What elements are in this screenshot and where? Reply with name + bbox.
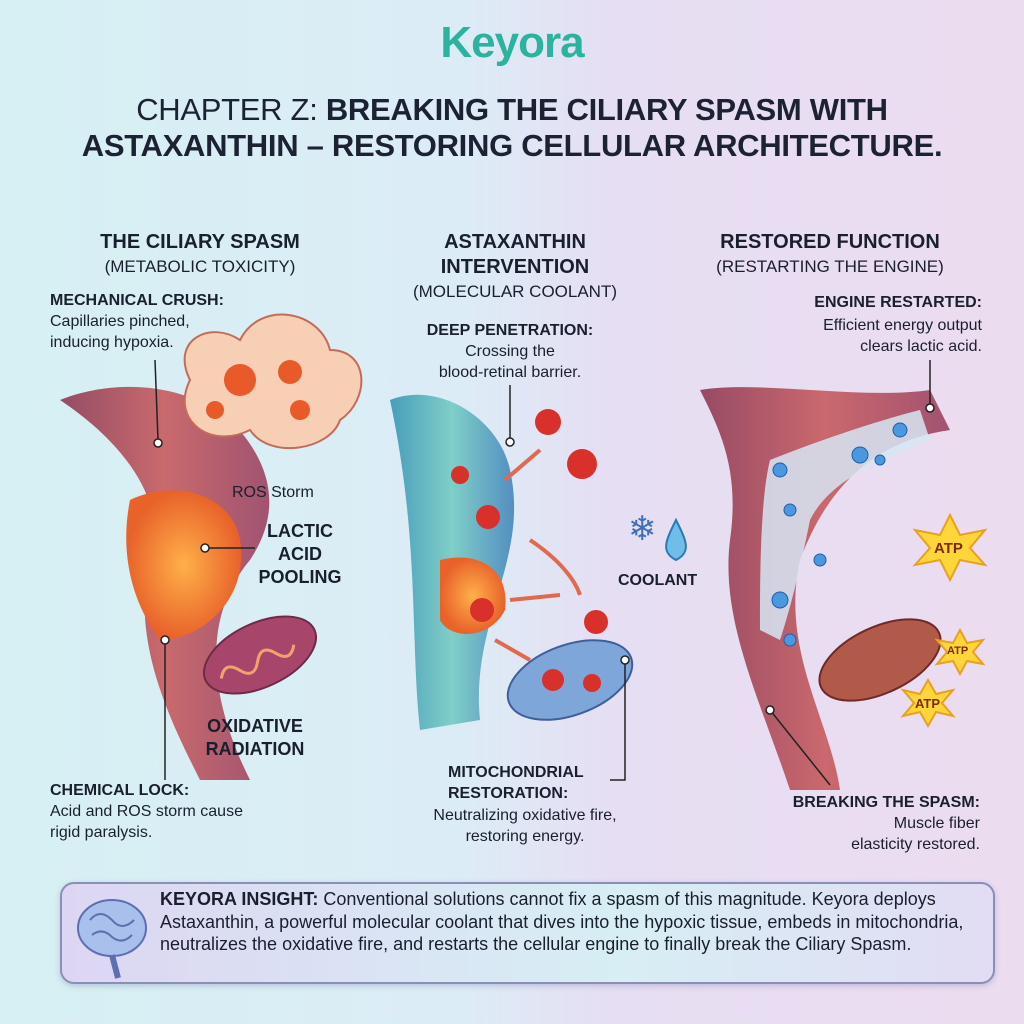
chemical-lock-label: CHEMICAL LOCK: xyxy=(50,782,190,799)
restored-function-illustration xyxy=(700,387,988,790)
spasm-muscle-illustration xyxy=(60,313,363,780)
atp-tag: ATP xyxy=(915,696,941,711)
ros-storm-tag: ROS Storm xyxy=(232,484,314,501)
callout-text: elasticity restored. xyxy=(851,836,980,853)
mechanical-crush-label: MECHANICAL CRUSH: xyxy=(50,292,224,309)
panel-3-heading: RESTORED FUNCTION xyxy=(720,231,940,253)
label-line: RESTORATION: xyxy=(448,785,569,802)
brain-icon xyxy=(77,899,147,979)
callout-text: inducing hypoxia. xyxy=(50,334,174,351)
oxidative-radiation-tag: OXIDATIVE RADIATION xyxy=(190,715,320,761)
title-prefix: CHAPTER Z: xyxy=(136,92,318,127)
coolant-tag: COOLANT xyxy=(618,572,698,589)
panel-3-subheading: (RESTARTING THE ENGINE) xyxy=(716,257,944,276)
callout-text: Efficient energy output xyxy=(823,317,982,334)
label-line: MITOCHONDRIAL xyxy=(448,764,584,781)
insight-body: Conventional solutions cannot fix a spas… xyxy=(160,889,964,954)
atp-tag: ATP xyxy=(934,540,963,557)
title-main: BREAKING THE CILIARY SPASM WITH ASTAXANT… xyxy=(81,92,943,163)
callout-text: clears lactic acid. xyxy=(860,338,982,355)
heading-line: INTERVENTION xyxy=(440,256,590,278)
callout-text: restoring energy. xyxy=(465,828,585,845)
callout-text: Capillaries pinched, xyxy=(50,313,190,330)
tag-line: ACID xyxy=(278,544,322,564)
callout-leader-lines xyxy=(153,359,935,786)
panel-2-subheading: (MOLECULAR COOLANT) xyxy=(412,282,618,301)
heading-line: ASTAXANTHIN xyxy=(444,231,586,253)
deep-penetration-label: DEEP PENETRATION: xyxy=(426,322,594,339)
snowflake-icon: ❄ xyxy=(628,510,657,548)
panel-2-heading: ASTAXANTHIN INTERVENTION xyxy=(390,230,640,280)
panel-1-heading: THE CILIARY SPASM xyxy=(100,231,300,253)
tag-line: RADIATION xyxy=(205,739,305,759)
insight-text: KEYORA INSIGHT: Conventional solutions c… xyxy=(160,888,990,956)
callout-text: Neutralizing oxidative fire, xyxy=(433,807,617,824)
panel-1-subheading: (METABOLIC TOXICITY) xyxy=(104,257,296,276)
tag-line: LACTIC xyxy=(267,521,333,541)
insight-label: KEYORA INSIGHT: xyxy=(160,889,319,909)
insight-box xyxy=(60,882,995,984)
atp-tag: ATP xyxy=(947,645,969,657)
brain-icon-overlay xyxy=(60,880,170,990)
callout-text: rigid paralysis. xyxy=(50,824,153,841)
tag-line: POOLING xyxy=(258,567,342,587)
callout-text: blood-retinal barrier. xyxy=(438,364,582,381)
keyora-logo: Keyora xyxy=(440,18,584,67)
tag-line: OXIDATIVE xyxy=(207,716,303,736)
callout-text: Crossing the xyxy=(465,343,555,360)
mitochondrial-restoration-label: MITOCHONDRIAL RESTORATION: xyxy=(448,762,584,804)
callout-text: Acid and ROS storm cause xyxy=(50,803,243,820)
astaxanthin-intervention-illustration: ❄ xyxy=(390,394,687,730)
lactic-acid-tag: LACTIC ACID POOLING xyxy=(255,520,345,589)
water-drop-icon xyxy=(665,517,687,562)
page-title: CHAPTER Z: BREAKING THE CILIARY SPASM WI… xyxy=(40,92,984,164)
engine-restarted-label: ENGINE RESTARTED: xyxy=(814,294,982,311)
breaking-spasm-label: BREAKING THE SPASM: xyxy=(792,794,980,811)
callout-text: Muscle fiber xyxy=(893,815,980,832)
